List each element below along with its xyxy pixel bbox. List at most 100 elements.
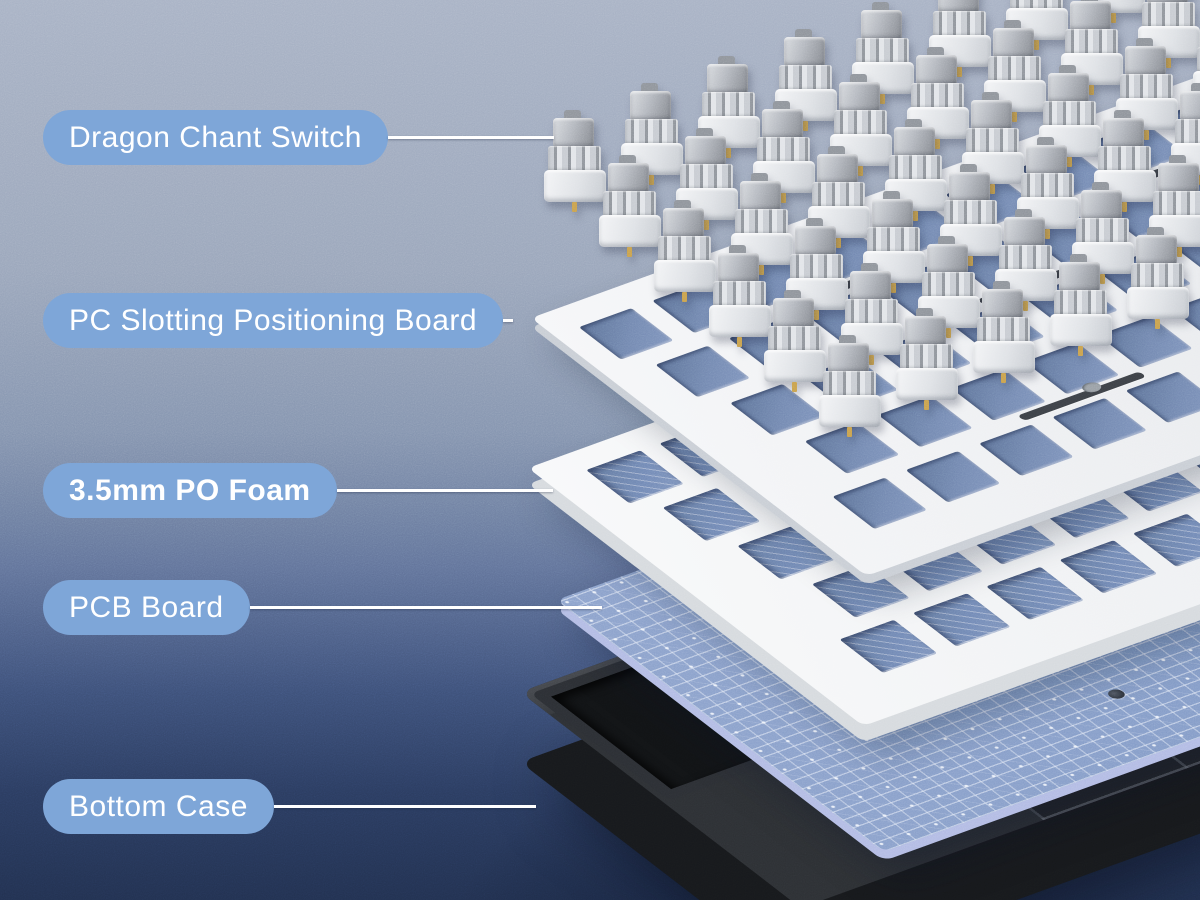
switch-top-housing — [608, 163, 649, 193]
switch-contacts — [933, 11, 986, 37]
switch-top-housing — [795, 226, 836, 256]
switch-contacts — [900, 344, 953, 370]
switch-top-housing — [872, 199, 913, 229]
switch-top-housing — [1136, 235, 1177, 265]
switch-top-housing — [1125, 46, 1166, 76]
switch-top-housing — [784, 37, 825, 67]
switch-contacts — [911, 83, 964, 109]
switch-contacts — [977, 317, 1030, 343]
switch-contacts — [658, 236, 711, 262]
switch-contacts — [856, 38, 909, 64]
switch-contacts — [1054, 290, 1107, 316]
switch-base — [654, 260, 716, 292]
switch-top-housing — [553, 118, 594, 148]
switch-pin — [1001, 373, 1006, 383]
switch-top-housing — [927, 244, 968, 274]
switch-contacts — [1142, 2, 1195, 28]
switch-top-housing — [773, 298, 814, 328]
switch-contacts — [680, 164, 733, 190]
switch-contacts — [966, 128, 1019, 154]
switch-pin — [1155, 319, 1160, 329]
switch-top-housing — [1059, 262, 1100, 292]
switch-contacts — [702, 92, 755, 118]
switch — [654, 200, 716, 302]
switch-contacts — [1043, 101, 1096, 127]
switch-contacts — [1076, 218, 1129, 244]
switch-contacts — [779, 65, 832, 91]
switch-contacts — [713, 281, 766, 307]
switch-pin — [572, 202, 577, 212]
switch — [599, 155, 661, 257]
switch-contacts — [867, 227, 920, 253]
switch-contacts — [999, 245, 1052, 271]
switch-contacts — [845, 299, 898, 325]
switch-top-housing — [707, 64, 748, 94]
switch-base — [819, 395, 881, 427]
switch-top-housing — [905, 316, 946, 346]
switch-contacts — [790, 254, 843, 280]
switch-top-housing — [894, 127, 935, 157]
switch-contacts — [768, 326, 821, 352]
switch-contacts — [1131, 263, 1184, 289]
switch-top-housing — [685, 136, 726, 166]
switch-base — [973, 341, 1035, 373]
switch-top-housing — [850, 271, 891, 301]
switch — [1050, 254, 1112, 356]
switch — [764, 290, 826, 392]
switch-top-housing — [1070, 1, 1111, 31]
switch-contacts — [1153, 191, 1200, 217]
switch-top-housing — [1081, 190, 1122, 220]
switch — [973, 281, 1035, 383]
switch-top-housing — [828, 343, 869, 373]
switch-contacts — [625, 119, 678, 145]
switch-base — [1050, 314, 1112, 346]
switch-contacts — [1098, 146, 1151, 172]
switch-contacts — [757, 137, 810, 163]
switch — [819, 335, 881, 437]
switch-top-housing — [1103, 118, 1144, 148]
switch-pin — [792, 382, 797, 392]
switch-top-housing — [817, 154, 858, 184]
switch-contacts — [889, 155, 942, 181]
switch-top-housing — [1180, 91, 1200, 121]
switch-pin — [627, 247, 632, 257]
switch-base — [599, 215, 661, 247]
switch-top-housing — [982, 289, 1023, 319]
switch-contacts — [922, 272, 975, 298]
switch-base — [709, 305, 771, 337]
switch-pin — [847, 427, 852, 437]
switch-pin — [737, 337, 742, 347]
switch-top-housing — [762, 109, 803, 139]
switch — [709, 245, 771, 347]
switch-base — [764, 350, 826, 382]
switch-top-housing — [861, 10, 902, 40]
switch-top-housing — [1026, 145, 1067, 175]
switch-top-housing — [1048, 73, 1089, 103]
switch-contacts — [1021, 173, 1074, 199]
switch-top-housing — [1158, 163, 1199, 193]
switch-contacts — [1175, 119, 1200, 145]
switch-top-housing — [740, 181, 781, 211]
switch-contacts — [823, 371, 876, 397]
switch-base — [544, 170, 606, 202]
switch-top-housing — [630, 91, 671, 121]
switch-top-housing — [949, 172, 990, 202]
switch-contacts — [988, 56, 1041, 82]
switch-top-housing — [1004, 217, 1045, 247]
switch-top-housing — [916, 55, 957, 85]
switch-top-housing — [993, 28, 1034, 58]
switch-pin — [924, 400, 929, 410]
switch-top-housing — [839, 82, 880, 112]
switch-contacts — [603, 191, 656, 217]
switch-top-housing — [718, 253, 759, 283]
switch-contacts — [548, 146, 601, 172]
switch — [896, 308, 958, 410]
switch — [1127, 227, 1189, 329]
switch-top-housing — [971, 100, 1012, 130]
switch-top-housing — [663, 208, 704, 238]
switch-contacts — [944, 200, 997, 226]
switch-contacts — [735, 209, 788, 235]
